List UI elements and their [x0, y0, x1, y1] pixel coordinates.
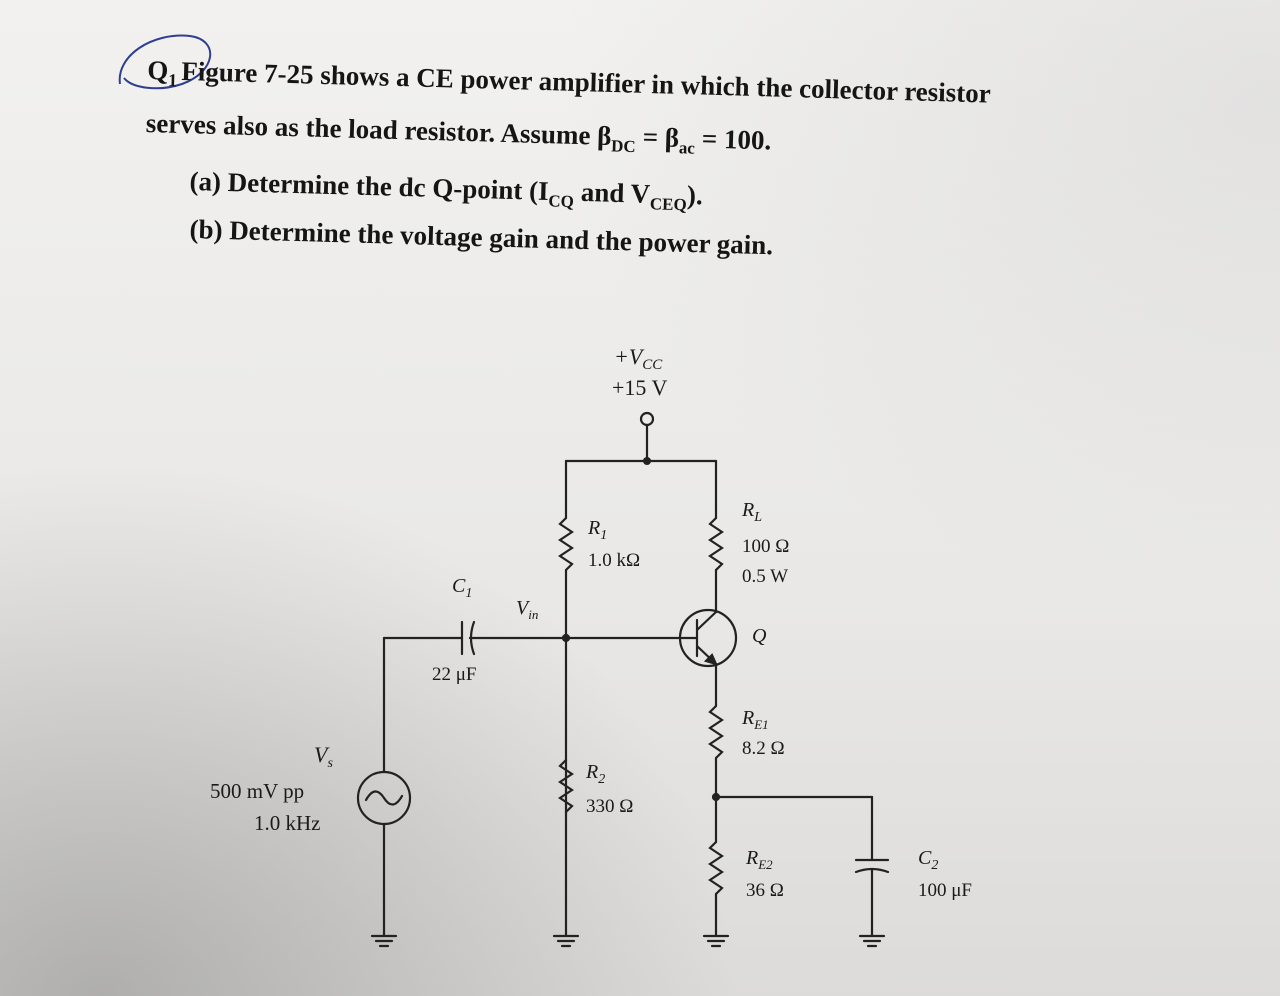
re1-value: 8.2 Ω	[742, 738, 785, 759]
rl-label: RL	[741, 499, 762, 525]
r2-label: R2	[585, 761, 605, 787]
c2-value: 100 μF	[918, 880, 972, 901]
ground-icon	[370, 934, 398, 948]
vcc-label: +VCC	[614, 344, 663, 373]
vs-label: Vs	[314, 742, 333, 771]
re2-label: RE2	[745, 847, 773, 872]
r1-label: R1	[587, 517, 607, 543]
r2-resistor	[558, 758, 574, 814]
vs-amplitude: 500 mV pp	[210, 779, 304, 803]
vcc-value: +15 V	[612, 375, 668, 400]
c1-label: C1	[452, 575, 472, 601]
vin-label: Vin	[516, 597, 538, 622]
re1-resistor	[708, 704, 724, 760]
sine-wave-icon	[364, 790, 404, 806]
vcc-terminal	[639, 411, 655, 427]
re2-value: 36 Ω	[746, 880, 784, 901]
r1-resistor	[558, 516, 574, 572]
rl-resistor	[708, 516, 724, 572]
ground-icon	[702, 934, 730, 948]
r2-value: 330 Ω	[586, 796, 633, 817]
rl-value: 100 Ω	[742, 536, 789, 557]
c1-value: 22 μF	[432, 664, 477, 685]
re2-resistor	[708, 840, 724, 896]
re1-label: RE1	[741, 707, 769, 732]
r1-value: 1.0 kΩ	[588, 550, 640, 571]
handwritten-circle-mark	[118, 34, 211, 90]
ground-icon	[552, 934, 580, 948]
q-label: Q	[752, 625, 767, 647]
vs-frequency: 1.0 kHz	[254, 811, 321, 835]
circuit-wires	[356, 411, 890, 948]
rl-power: 0.5 W	[742, 566, 788, 587]
ground-icon	[858, 934, 886, 948]
c2-label: C2	[918, 847, 938, 873]
